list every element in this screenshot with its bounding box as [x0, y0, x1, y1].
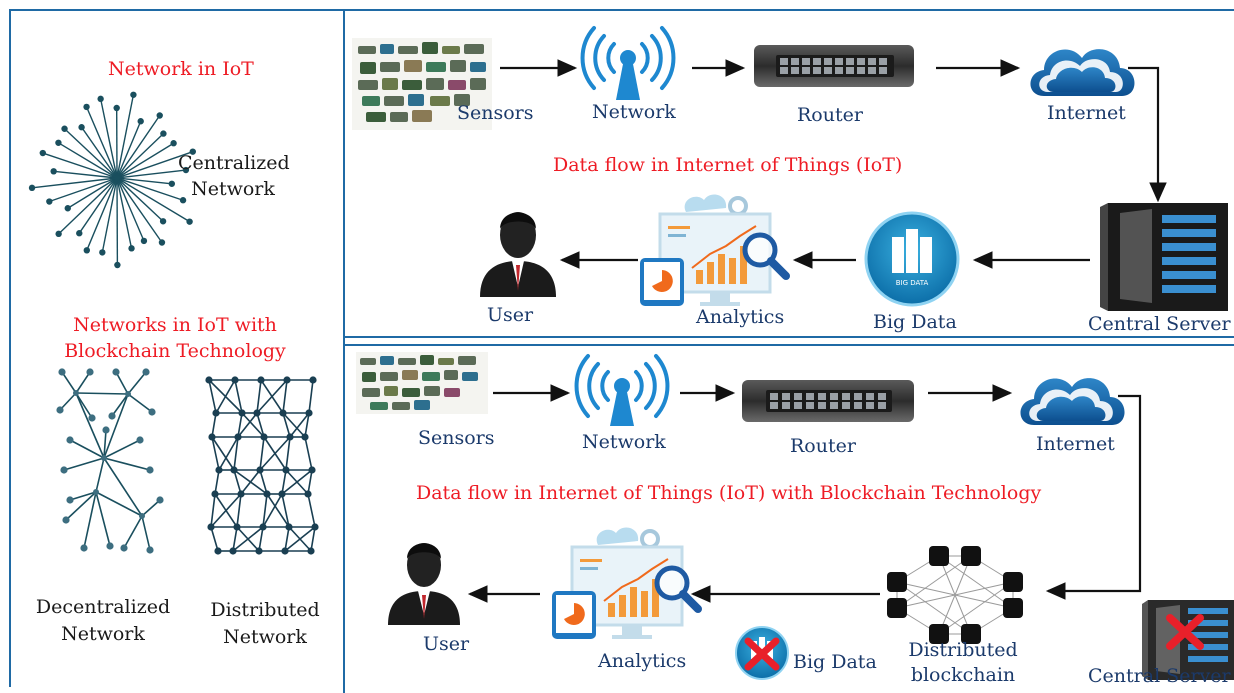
- router-icon-bottom: [742, 380, 914, 422]
- big-data-crossed-icon: [736, 627, 788, 679]
- router-label: Router: [797, 104, 863, 126]
- distributed-blockchain-icon: [887, 546, 1023, 644]
- top-flow-title: Data flow in Internet of Things (IoT): [553, 154, 902, 176]
- user-label: User: [487, 304, 533, 326]
- sensors-icon-bottom: [356, 352, 488, 414]
- central-server-label-bottom: Central Server: [1088, 665, 1234, 687]
- sensors-label-bottom: Sensors: [418, 427, 495, 449]
- network-antenna-icon: [583, 28, 674, 100]
- network-antenna-icon-bottom: [577, 356, 668, 426]
- router-icon: [754, 45, 914, 87]
- internet-cloud-icon: [1031, 49, 1135, 96]
- internet-label: Internet: [1047, 102, 1126, 124]
- distributed-blockchain-line-1: Distributed: [898, 638, 1028, 663]
- analytics-icon: [640, 194, 786, 306]
- big-data-label-bottom: Big Data: [793, 651, 877, 673]
- big-data-label: Big Data: [873, 311, 957, 333]
- internet-cloud-icon-bottom: [1021, 378, 1125, 425]
- router-label-bottom: Router: [790, 435, 856, 457]
- analytics-label: Analytics: [696, 306, 784, 328]
- big-data-icon: BIG DATA: [866, 213, 958, 305]
- user-label-bottom: User: [423, 633, 469, 655]
- distributed-blockchain-line-2: blockchain: [898, 663, 1028, 688]
- svg-text:BIG DATA: BIG DATA: [896, 279, 929, 287]
- bottom-flow-title: Data flow in Internet of Things (IoT) wi…: [416, 482, 1041, 504]
- analytics-icon-bottom: [552, 527, 698, 639]
- network-label-bottom: Network: [582, 431, 666, 453]
- network-label: Network: [592, 101, 676, 123]
- distributed-blockchain-label: Distributed blockchain: [898, 638, 1028, 688]
- user-icon: [480, 212, 556, 297]
- central-server-icon: [1100, 203, 1228, 311]
- internet-label-bottom: Internet: [1036, 433, 1115, 455]
- sensors-label: Sensors: [457, 102, 534, 124]
- analytics-label-bottom: Analytics: [598, 650, 686, 672]
- user-icon-bottom: [388, 543, 460, 625]
- central-server-label: Central Server: [1088, 313, 1234, 335]
